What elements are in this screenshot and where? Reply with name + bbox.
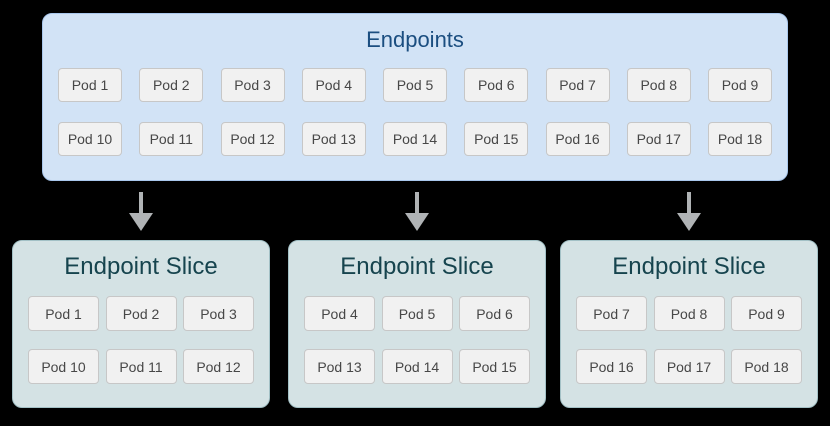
pod-chip: Pod 14 (381, 349, 453, 384)
pod-chip: Pod 5 (381, 296, 453, 331)
pod-chip: Pod 3 (220, 68, 285, 102)
pod-chip: Pod 12 (220, 122, 285, 156)
arrow-head (677, 213, 701, 231)
pod-chip: Pod 16 (576, 349, 647, 384)
endpoints-pod-rows: Pod 1 Pod 2 Pod 3 Pod 4 Pod 5 Pod 6 Pod … (43, 68, 787, 156)
pod-chip: Pod 1 (58, 68, 122, 102)
pod-chip: Pod 7 (545, 68, 610, 102)
endpoint-slice-title: Endpoint Slice (340, 253, 494, 280)
slice-pod-row-1: Pod 4 Pod 5 Pod 6 (304, 296, 530, 331)
pod-chip: Pod 5 (383, 68, 447, 102)
endpoint-slice-box-1: Endpoint Slice Pod 1 Pod 2 Pod 3 Pod 10 … (12, 240, 270, 408)
arrow-head (405, 213, 429, 231)
slice-pod-row-2: Pod 10 Pod 11 Pod 12 (28, 349, 254, 384)
pod-chip: Pod 18 (708, 122, 772, 156)
pod-chip: Pod 9 (731, 296, 802, 331)
slice-pod-row-2: Pod 16 Pod 17 Pod 18 (576, 349, 802, 384)
pod-chip: Pod 17 (626, 122, 691, 156)
slice-pod-rows: Pod 1 Pod 2 Pod 3 Pod 10 Pod 11 Pod 12 (13, 296, 269, 384)
arrow-head (129, 213, 153, 231)
endpoint-slice-title: Endpoint Slice (612, 253, 766, 280)
pod-chip: Pod 7 (576, 296, 647, 331)
endpoints-pod-row-2: Pod 10 Pod 11 Pod 12 Pod 13 Pod 14 Pod 1… (58, 122, 772, 156)
pod-chip: Pod 15 (464, 122, 529, 156)
endpoints-box: Endpoints Pod 1 Pod 2 Pod 3 Pod 4 Pod 5 … (42, 13, 788, 181)
pod-chip: Pod 17 (653, 349, 725, 384)
pod-chip: Pod 10 (28, 349, 99, 384)
slice-pod-row-1: Pod 1 Pod 2 Pod 3 (28, 296, 254, 331)
pod-chip: Pod 3 (183, 296, 254, 331)
down-arrow-icon (405, 192, 429, 231)
pod-chip: Pod 4 (304, 296, 375, 331)
pod-chip: Pod 16 (545, 122, 610, 156)
endpoints-pod-row-1: Pod 1 Pod 2 Pod 3 Pod 4 Pod 5 Pod 6 Pod … (58, 68, 772, 102)
slice-pod-rows: Pod 7 Pod 8 Pod 9 Pod 16 Pod 17 Pod 18 (561, 296, 817, 384)
endpoint-slice-box-3: Endpoint Slice Pod 7 Pod 8 Pod 9 Pod 16 … (560, 240, 818, 408)
endpoint-slice-title: Endpoint Slice (64, 253, 218, 280)
pod-chip: Pod 10 (58, 122, 122, 156)
slice-pod-row-2: Pod 13 Pod 14 Pod 15 (304, 349, 530, 384)
pod-chip: Pod 13 (301, 122, 366, 156)
down-arrow-icon (129, 192, 153, 231)
pod-chip: Pod 11 (105, 349, 177, 384)
pod-chip: Pod 18 (731, 349, 802, 384)
arrow-stem (139, 192, 143, 213)
slice-pod-rows: Pod 4 Pod 5 Pod 6 Pod 13 Pod 14 Pod 15 (289, 296, 545, 384)
pod-chip: Pod 13 (304, 349, 375, 384)
pod-chip: Pod 6 (459, 296, 530, 331)
pod-chip: Pod 4 (301, 68, 366, 102)
slice-pod-row-1: Pod 7 Pod 8 Pod 9 (576, 296, 802, 331)
pod-chip: Pod 12 (183, 349, 254, 384)
pod-chip: Pod 1 (28, 296, 99, 331)
pod-chip: Pod 2 (105, 296, 177, 331)
endpoint-slice-box-2: Endpoint Slice Pod 4 Pod 5 Pod 6 Pod 13 … (288, 240, 546, 408)
pod-chip: Pod 8 (626, 68, 691, 102)
pod-chip: Pod 6 (464, 68, 529, 102)
pod-chip: Pod 2 (139, 68, 204, 102)
pod-chip: Pod 15 (459, 349, 530, 384)
pod-chip: Pod 9 (708, 68, 772, 102)
endpoints-title: Endpoints (366, 27, 464, 52)
arrow-stem (415, 192, 419, 213)
pod-chip: Pod 14 (383, 122, 447, 156)
pod-chip: Pod 11 (139, 122, 204, 156)
arrow-stem (687, 192, 691, 213)
down-arrow-icon (677, 192, 701, 231)
pod-chip: Pod 8 (653, 296, 725, 331)
